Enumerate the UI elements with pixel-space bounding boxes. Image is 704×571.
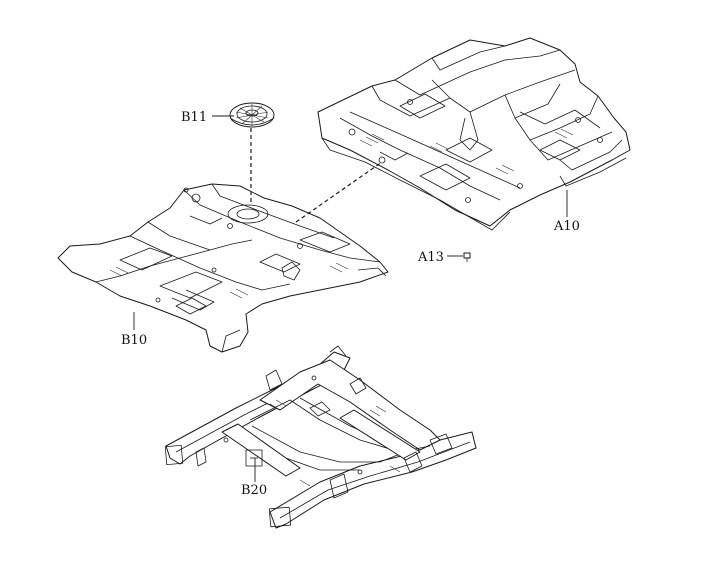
part-b11-disc-cover <box>229 102 275 128</box>
callout-b11: B11 <box>181 110 207 125</box>
part-a13-bolt <box>463 252 471 262</box>
callout-b20: B20 <box>241 483 267 498</box>
callout-a10: A10 <box>553 219 580 234</box>
part-a10-front-floor-panel <box>317 37 631 231</box>
part-b10-rear-floor-panel <box>57 183 389 353</box>
assembly-line-b10-to-a10 <box>295 161 383 223</box>
callout-a13: A13 <box>417 250 444 265</box>
callout-b10: B10 <box>121 333 147 348</box>
part-b20-rear-frame <box>164 345 477 529</box>
